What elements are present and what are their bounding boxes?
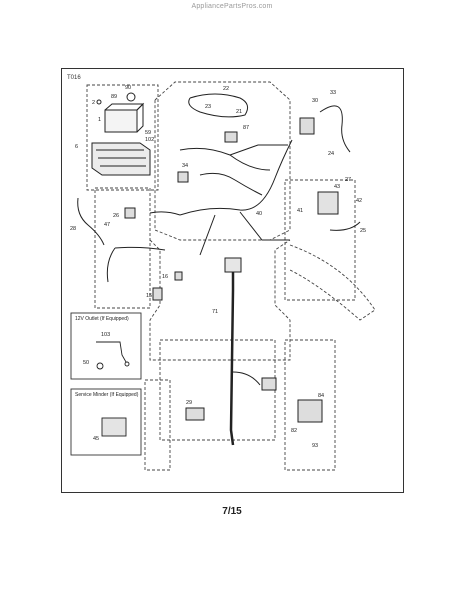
fuse-16: [174, 271, 183, 281]
callout-34: 34: [182, 163, 188, 169]
callout-84: 84: [318, 393, 324, 399]
deck-curve: [289, 244, 376, 321]
right-cable: [319, 105, 351, 153]
relay-26: [124, 207, 136, 219]
module-84: [297, 399, 323, 423]
headlight-harness: [188, 93, 249, 118]
battery: [104, 109, 138, 133]
callout-50: 50: [83, 360, 89, 366]
left-battery-cable: [77, 197, 105, 246]
callout-41: 41: [297, 208, 303, 214]
switch-15: [152, 287, 163, 301]
frame-center: [149, 239, 291, 361]
inset-12v-outlet: [70, 312, 142, 380]
solenoid: [299, 117, 315, 135]
callout-47: 47: [104, 222, 110, 228]
callout-24: 24: [328, 151, 334, 157]
site-watermark: AppliancePartsPros.com: [191, 3, 273, 10]
left-loop-cable: [106, 246, 166, 283]
rear-wheel-left: [144, 379, 171, 471]
callout-59: 59: [145, 130, 151, 136]
callout-16: 16: [162, 274, 168, 280]
diagram-frame: [61, 68, 404, 493]
sensor-29: [185, 407, 205, 421]
callout-22: 22: [223, 86, 229, 92]
callout-28: 28: [70, 226, 76, 232]
inset-service-title: Service Minder (If Equipped): [75, 392, 139, 398]
page-number: 7/15: [222, 506, 242, 517]
callout-21: 21: [236, 109, 242, 115]
callout-90: 90: [125, 85, 131, 91]
starter-cable: [329, 221, 361, 231]
callout-2: 2: [92, 100, 95, 106]
callout-89: 89: [111, 94, 117, 100]
seat-outline: [159, 339, 276, 441]
diagram-code: T016: [67, 75, 81, 81]
callout-33: 33: [330, 90, 336, 96]
callout-40: 40: [256, 211, 262, 217]
callout-82: 82: [291, 428, 297, 434]
callout-43: 43: [334, 184, 340, 190]
front-wheel-right: [284, 179, 356, 301]
hood-outline: [154, 81, 291, 241]
callout-6: 6: [75, 144, 78, 150]
rear-wheel-right: [284, 339, 336, 471]
main-harness: [149, 139, 293, 256]
callout-93: 93: [312, 443, 318, 449]
callout-45: 45: [93, 436, 99, 442]
center-cable: [229, 258, 235, 446]
battery-tray-outline: [86, 84, 159, 191]
seat-switch: [261, 377, 277, 391]
callout-23: 23: [205, 104, 211, 110]
callout-103: 103: [101, 332, 110, 338]
ignition-switch: [317, 191, 339, 215]
callout-26: 26: [113, 213, 119, 219]
callout-15: 15: [146, 293, 152, 299]
callout-25: 25: [360, 228, 366, 234]
callout-42: 42: [356, 198, 362, 204]
callout-29: 29: [186, 400, 192, 406]
callout-27: 27: [345, 177, 351, 183]
connector-34: [177, 171, 189, 183]
connector-top: [224, 257, 242, 273]
callout-102: 102: [145, 137, 154, 143]
inset-12v-title: 12V Outlet (If Equipped): [75, 316, 129, 322]
part-90: [126, 92, 136, 102]
battery-box: [91, 142, 151, 176]
callout-71: 71: [212, 309, 218, 315]
callout-30: 30: [312, 98, 318, 104]
callout-87: 87: [243, 125, 249, 131]
key-switch: [224, 131, 238, 143]
callout-1: 1: [98, 117, 101, 123]
part-2: [96, 99, 102, 105]
inset-service-minder: [70, 388, 142, 456]
front-wheel-left: [94, 187, 151, 309]
